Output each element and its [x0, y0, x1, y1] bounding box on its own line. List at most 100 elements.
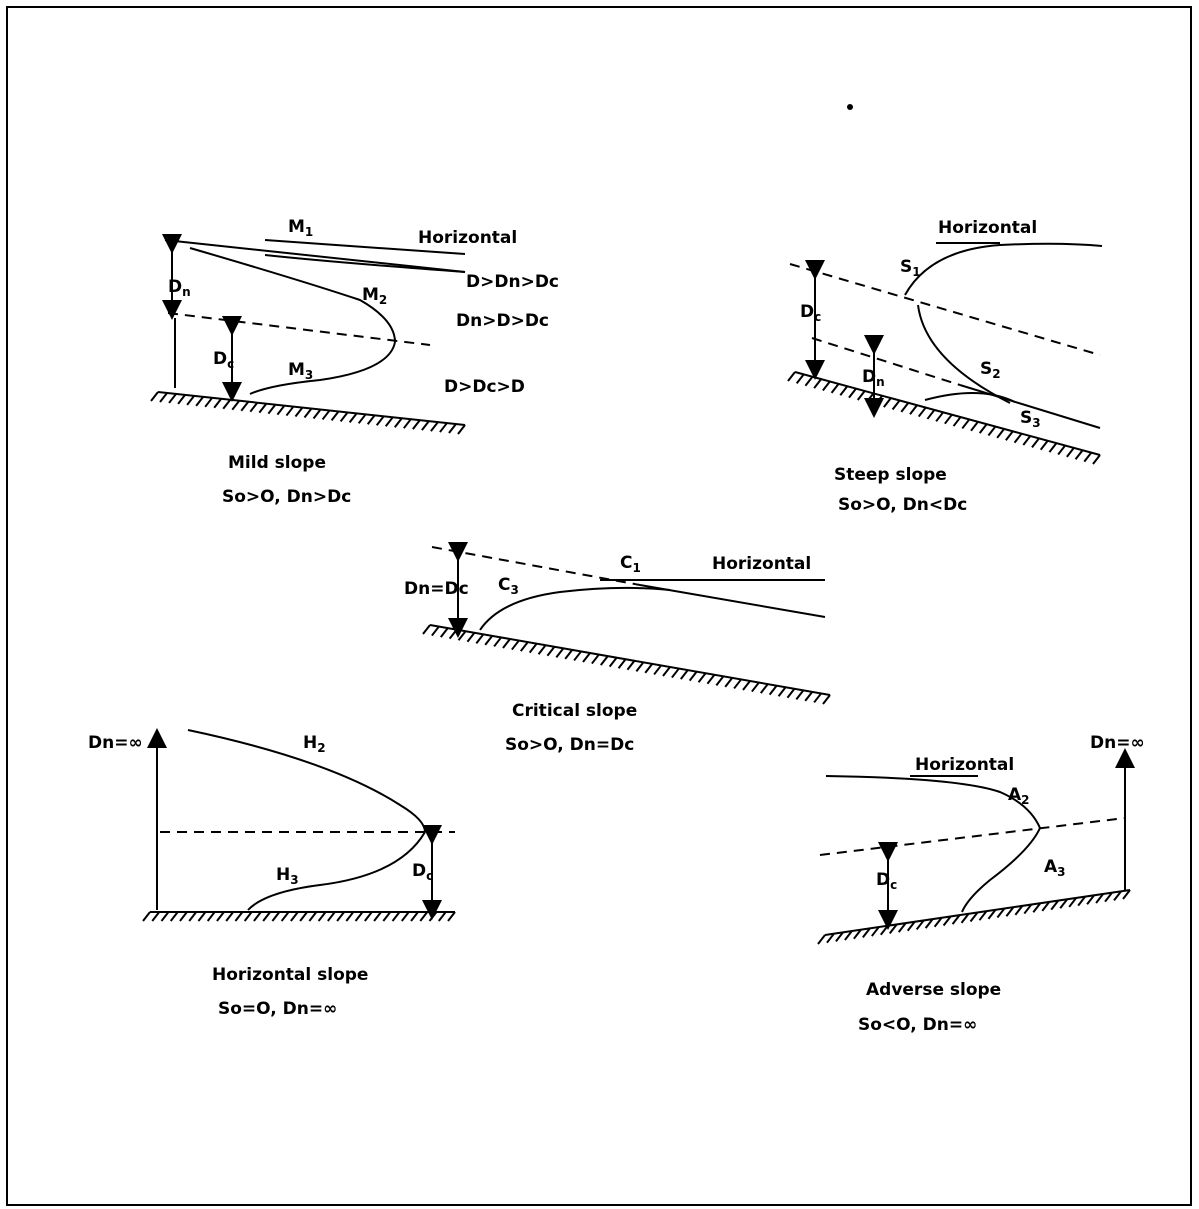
adverse-critical-depth-line [819, 817, 1126, 856]
hatch-mark [290, 911, 299, 922]
hatch-mark [830, 383, 840, 394]
steep-s1-label: S1 [900, 257, 921, 279]
hatch-mark [573, 650, 582, 662]
mild-m2-curve [189, 247, 396, 343]
hatch-mark [493, 636, 502, 648]
hatch-mark [906, 921, 916, 932]
hatch-mark [466, 632, 476, 643]
horizontal-slope-panel: Dn=∞ H2 H3 Dc Horizontal slope So=O, Dn=… [88, 728, 456, 1019]
hatch-mark [839, 385, 849, 396]
hatch-mark [502, 638, 511, 649]
hatch-mark [546, 646, 556, 657]
hatch-mark [786, 688, 796, 699]
adverse-bed-hatching [817, 889, 1131, 945]
steep-dn-label: Dn [862, 367, 885, 389]
steep-bed-hatching [787, 371, 1101, 465]
hatch-mark [354, 911, 364, 922]
hatch-mark [924, 918, 934, 929]
horizontal-dc-label: Dc [412, 861, 433, 883]
critical-bed-hatching [422, 624, 831, 705]
hatch-mark [917, 406, 927, 418]
hatch-mark [862, 927, 871, 938]
steep-s3-label: S3 [1020, 408, 1041, 430]
hatch-mark [644, 663, 654, 674]
hatch-mark [240, 401, 250, 412]
critical-depth-line-solid [639, 584, 826, 618]
hatch-mark [299, 911, 308, 922]
hatch-mark [258, 403, 268, 414]
hatch-mark [582, 652, 591, 663]
hatch-mark [1092, 454, 1101, 465]
steep-s3-curve [924, 392, 1016, 403]
horizontal-caption: Horizontal slope [212, 965, 368, 985]
hatch-mark [853, 929, 862, 940]
hatch-mark [537, 644, 547, 655]
mild-zone1-label: D>Dn>Dc [466, 272, 559, 292]
hatch-mark [1074, 449, 1084, 460]
hatch-mark [952, 416, 962, 427]
adverse-a2-curve [825, 775, 1041, 829]
hatch-mark [1014, 905, 1024, 916]
hatch-mark [410, 911, 419, 922]
mild-dn-label: Dn [168, 277, 191, 299]
hatch-mark [317, 911, 327, 922]
hatch-mark [978, 423, 988, 434]
hatch-mark [1083, 452, 1093, 463]
hatch-mark [150, 391, 159, 402]
hatch-mark [384, 416, 394, 427]
hatch-mark [978, 910, 988, 921]
hatch-mark [555, 647, 565, 658]
hatch-mark [961, 418, 971, 430]
hatch-mark [373, 911, 382, 922]
hatch-mark [900, 402, 910, 413]
hatch-mark [751, 681, 760, 693]
hatch-mark [528, 643, 538, 654]
hatch-mark [422, 624, 431, 635]
horizontal-bed-hatching [142, 911, 456, 922]
steep-normal-depth-line [959, 384, 1101, 429]
critical-slope-panel: C1 Horizontal Dn=Dc C3 Critical slope So… [404, 542, 831, 755]
hatch-mark [421, 420, 430, 431]
hatch-mark [856, 390, 866, 401]
mild-m1-curve [264, 254, 466, 273]
hatch-mark [944, 414, 953, 425]
adverse-caption: Adverse slope [866, 980, 1001, 1000]
hatch-mark [1104, 892, 1113, 903]
hatch-mark [253, 911, 262, 922]
hatch-mark [951, 914, 961, 925]
adverse-a3-curve [961, 827, 1041, 913]
critical-condition: So>O, Dn=Dc [505, 735, 634, 755]
hatch-mark [439, 627, 449, 638]
hatch-mark [865, 392, 875, 403]
steep-caption: Steep slope [834, 465, 947, 485]
hatch-mark [591, 653, 600, 665]
hatch-mark [926, 409, 936, 420]
hatch-mark [428, 911, 438, 922]
hatch-mark [186, 395, 195, 406]
hatch-mark [688, 671, 698, 682]
hatch-mark [1077, 896, 1086, 907]
hatch-mark [366, 414, 376, 425]
adverse-condition: So<O, Dn=∞ [858, 1015, 977, 1035]
hatch-mark [1057, 444, 1066, 456]
hatch-mark [179, 911, 188, 922]
hatch-mark [431, 625, 440, 637]
hatch-mark [724, 677, 734, 688]
hatch-mark [777, 686, 787, 697]
critical-dn-dc-label: Dn=Dc [404, 579, 469, 599]
hatch-mark [222, 399, 232, 410]
hatch-mark [276, 404, 286, 416]
steep-condition: So>O, Dn<Dc [838, 495, 967, 515]
hatch-mark [933, 917, 943, 928]
hatch-mark [813, 692, 822, 704]
hatch-mark [364, 911, 373, 922]
hatch-mark [327, 911, 336, 922]
hatch-mark [1013, 433, 1023, 444]
hatch-mark [262, 911, 271, 922]
hatch-mark [626, 660, 636, 671]
hatch-mark [848, 387, 857, 399]
adverse-dc-label: Dc [876, 870, 897, 892]
hatch-mark [733, 678, 742, 690]
hatch-mark [216, 911, 225, 922]
hatch-mark [231, 400, 241, 411]
